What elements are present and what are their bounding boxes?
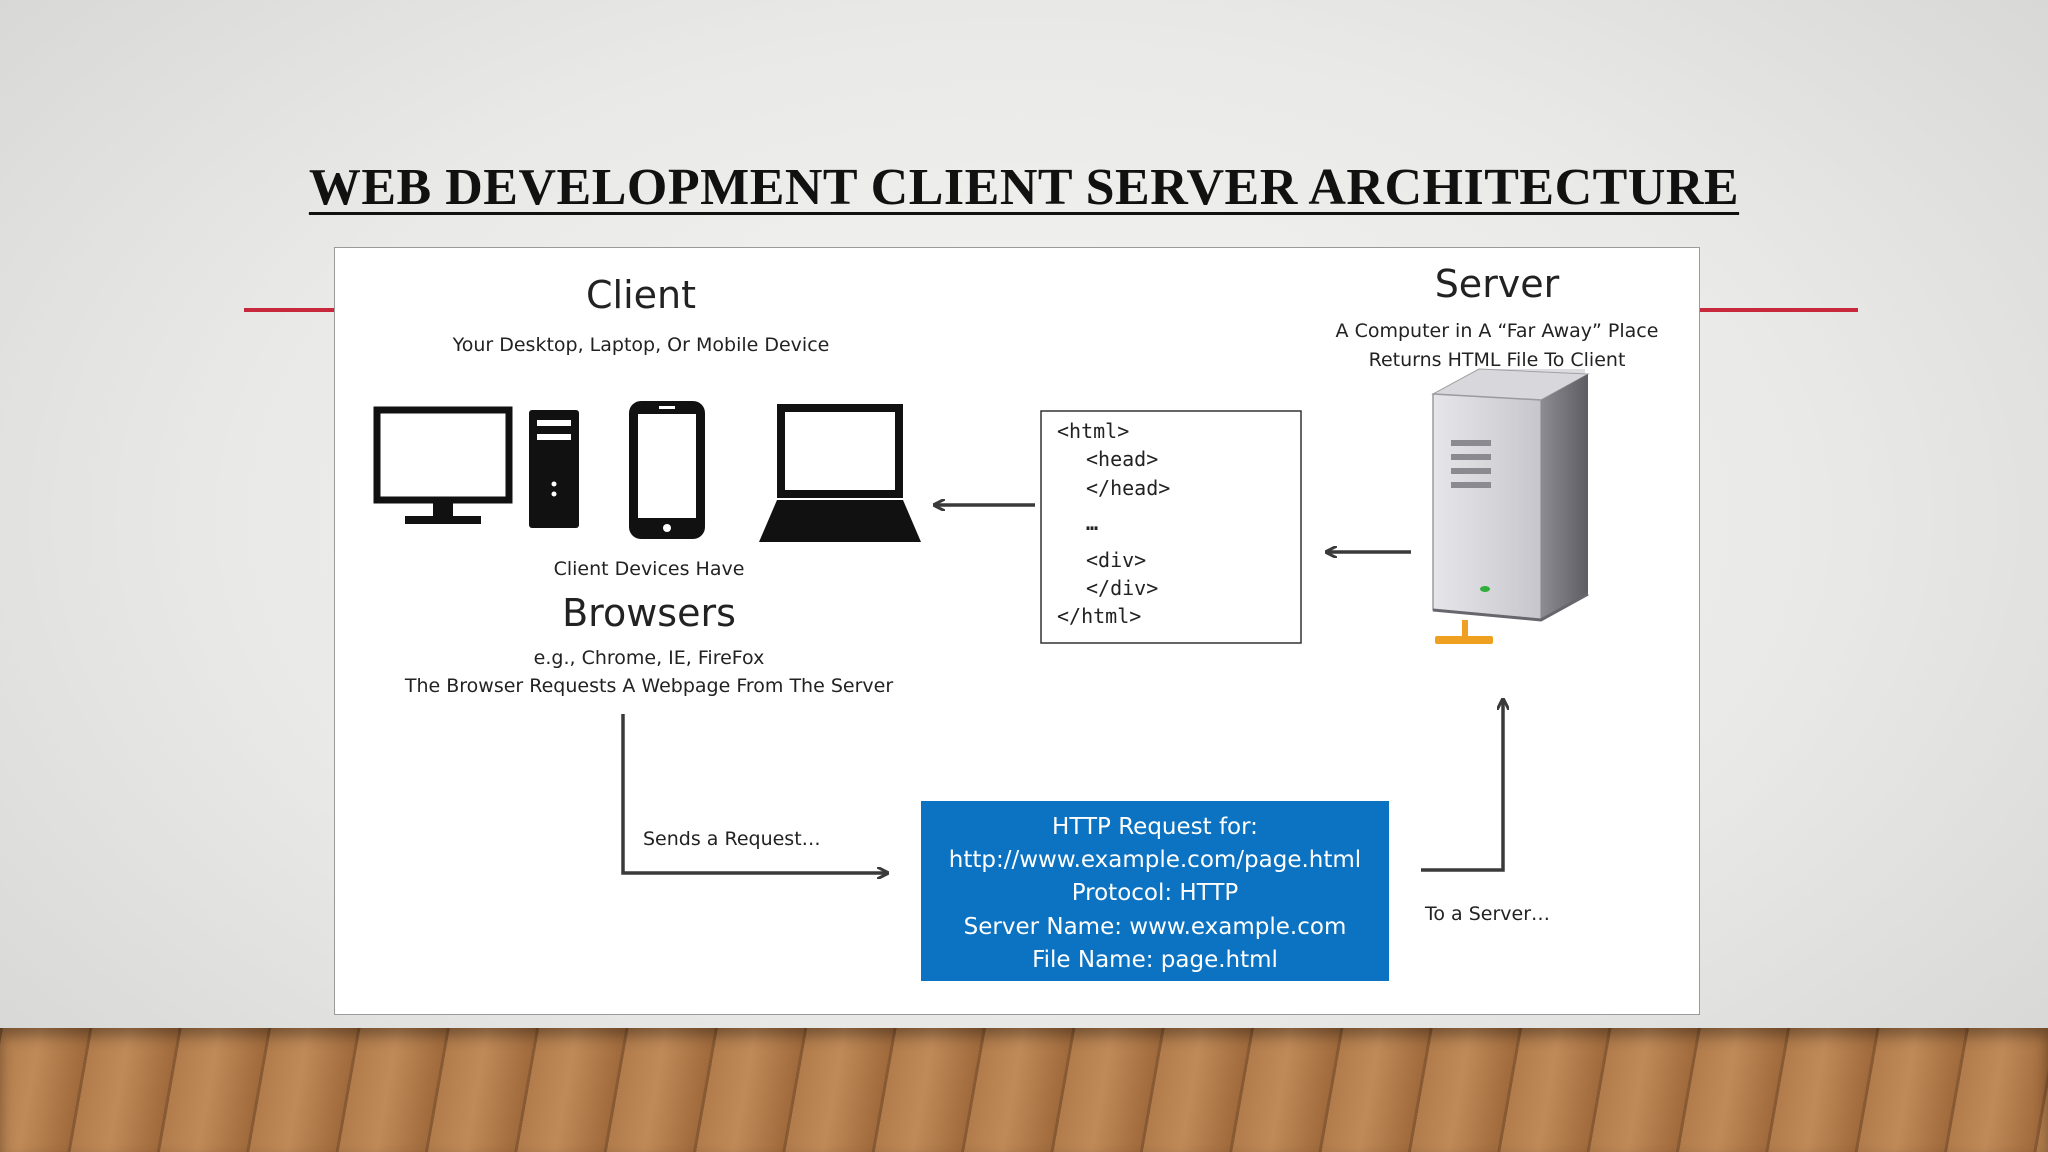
server-subtitle-2: Returns HTML File To Client	[1369, 349, 1626, 371]
html-line-7: </html>	[1057, 604, 1141, 628]
slide-title: WEB DEVELOPMENT CLIENT SERVER ARCHITECTU…	[308, 159, 1740, 216]
desktop-tower-icon	[529, 410, 579, 528]
diagram-panel: Client Your Desktop, Laptop, Or Mobile D…	[334, 247, 1700, 1015]
html-line-3: </head>	[1086, 476, 1170, 500]
devices-caption: Client Devices Have	[554, 558, 745, 580]
client-heading: Client	[586, 273, 696, 317]
server-subtitle-1: A Computer in A “Far Away” Place	[1336, 320, 1659, 342]
accent-line-left	[244, 308, 336, 312]
html-line-4: …	[1086, 511, 1098, 535]
http-line-4: Server Name: www.example.com	[964, 914, 1347, 940]
server-heading: Server	[1435, 262, 1560, 306]
to-server-label: To a Server…	[1424, 903, 1550, 925]
http-line-2: http://www.example.com/page.html	[949, 847, 1361, 873]
sends-request-label: Sends a Request…	[643, 828, 821, 850]
html-file-box: <html> <head> </head> … <div> </div> </h…	[1040, 410, 1302, 644]
accent-line-right	[1700, 308, 1858, 312]
desktop-monitor-icon	[373, 406, 513, 524]
http-request-box: HTTP Request for: http://www.example.com…	[921, 801, 1389, 981]
browsers-examples: e.g., Chrome, IE, FireFox	[534, 647, 765, 669]
html-line-5: <div>	[1086, 548, 1146, 572]
browsers-heading: Browsers	[562, 591, 736, 635]
http-line-5: File Name: page.html	[1032, 947, 1278, 973]
browser-request-text: The Browser Requests A Webpage From The …	[404, 675, 893, 697]
arrow-to-server	[1421, 700, 1503, 872]
http-line-3: Protocol: HTTP	[1072, 880, 1239, 906]
server-icon	[1431, 368, 1590, 644]
smartphone-icon	[629, 401, 705, 539]
html-line-1: <html>	[1057, 419, 1129, 443]
client-server-diagram: Client Your Desktop, Laptop, Or Mobile D…	[373, 262, 1659, 981]
html-line-2: <head>	[1086, 447, 1158, 471]
http-line-1: HTTP Request for:	[1052, 814, 1258, 840]
client-subtitle: Your Desktop, Laptop, Or Mobile Device	[452, 334, 830, 356]
wood-floor	[0, 1028, 2048, 1152]
html-line-6: </div>	[1086, 576, 1158, 600]
laptop-icon	[759, 404, 921, 542]
arrow-sends-request	[621, 714, 887, 873]
